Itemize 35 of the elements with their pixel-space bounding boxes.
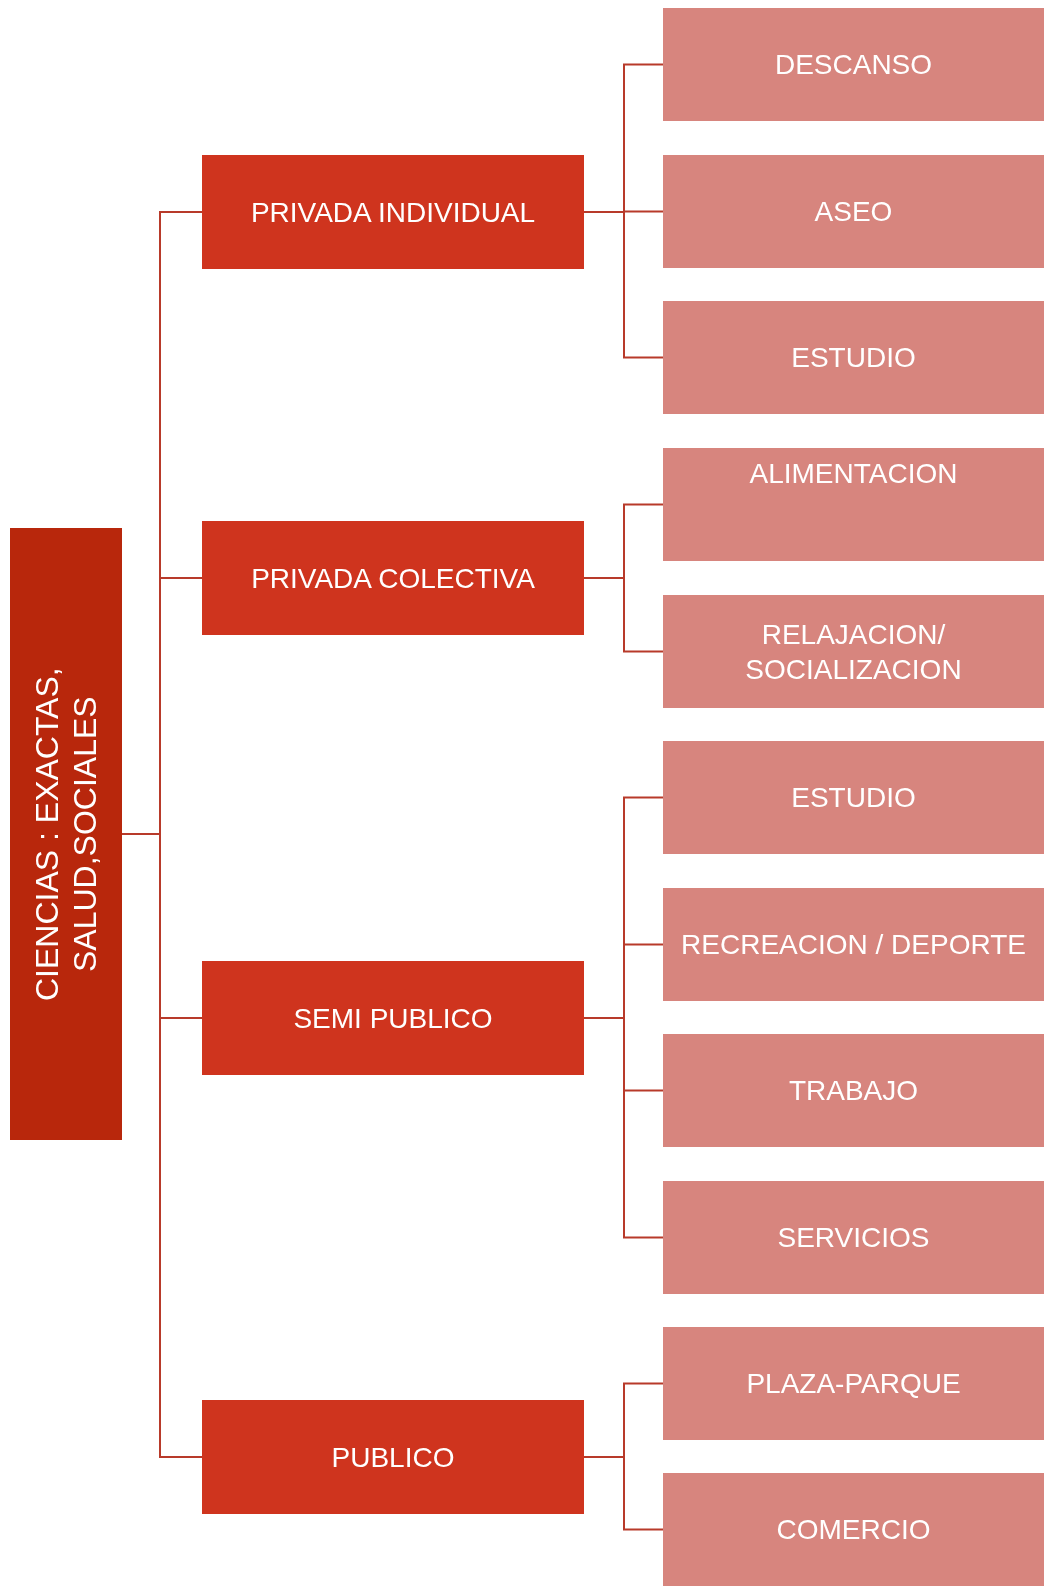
category-box — [202, 521, 584, 635]
box-label: ASEO — [814, 195, 893, 229]
category-box — [663, 1034, 1044, 1147]
box-label: RECREACION / DEPORTE — [681, 928, 1026, 962]
category-box — [663, 8, 1044, 121]
connector-line — [583, 211, 664, 359]
box-label: TRABAJO — [788, 1074, 919, 1108]
category-box — [663, 448, 1044, 561]
category-box — [202, 961, 584, 1075]
category-box — [663, 1181, 1044, 1294]
category-box — [202, 1400, 584, 1514]
root-box — [10, 528, 122, 1140]
category-box — [663, 301, 1044, 414]
box-label: CIENCIAS : EXACTAS, SALUD,SOCIALES — [27, 666, 104, 1003]
box-label: PRIVADA INDIVIDUAL — [250, 195, 536, 230]
box-label: SERVICIOS — [777, 1221, 930, 1255]
box-label: COMERCIO — [776, 1513, 931, 1547]
category-box — [663, 155, 1044, 268]
box-label: PUBLICO — [331, 1440, 455, 1475]
connector-line — [583, 1456, 664, 1531]
category-box — [663, 888, 1044, 1001]
category-box — [663, 741, 1044, 854]
box-label: ESTUDIO — [791, 341, 916, 375]
box-label: SEMI PUBLICO — [293, 1001, 493, 1036]
connector-line — [583, 577, 664, 653]
category-box — [663, 1473, 1044, 1586]
box-label: ESTUDIO — [791, 781, 916, 815]
category-box — [663, 595, 1044, 708]
box-label: PLAZA-PARQUE — [746, 1367, 961, 1401]
category-box — [663, 1327, 1044, 1440]
box-label: ALIMENTACION — [749, 457, 958, 491]
category-box — [202, 155, 584, 269]
box-label: PRIVADA COLECTIVA — [251, 561, 535, 596]
box-label: RELAJACION/ SOCIALIZACION — [744, 617, 963, 687]
box-label: DESCANSO — [774, 48, 933, 82]
